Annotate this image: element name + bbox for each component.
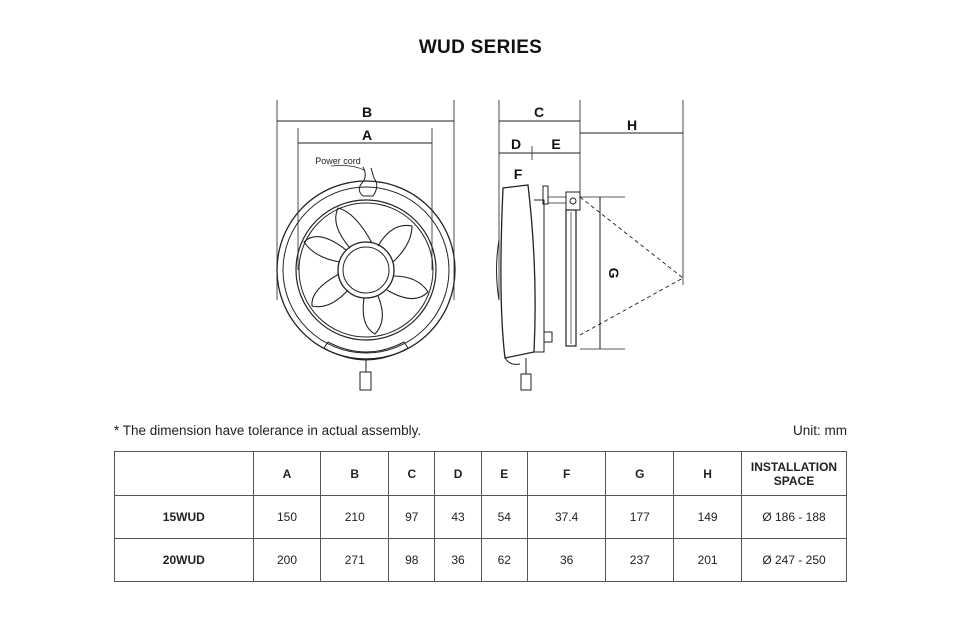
value-cell: 200 bbox=[252, 538, 322, 582]
tolerance-note: * The dimension have tolerance in actual… bbox=[114, 423, 422, 438]
value-cell: 43 bbox=[434, 495, 482, 539]
label-c: C bbox=[534, 104, 544, 120]
power-cord-label: Power cord bbox=[315, 156, 361, 166]
value-cell: 54 bbox=[480, 495, 528, 539]
label-g: G bbox=[606, 268, 622, 279]
table-row: 15WUD 150 210 97 43 54 37.4 177 149 Ø 18… bbox=[114, 495, 847, 539]
header-cell-f: F bbox=[526, 451, 607, 496]
value-cell: 37.4 bbox=[526, 495, 607, 539]
header-cell-h: H bbox=[673, 451, 742, 496]
value-cell: 98 bbox=[388, 538, 436, 582]
header-cell-installation-space: INSTALLATION SPACE bbox=[741, 451, 847, 496]
header-cell-e: E bbox=[480, 451, 528, 496]
header-cell-a: A bbox=[252, 451, 322, 496]
value-cell: 36 bbox=[526, 538, 607, 582]
value-cell: 201 bbox=[673, 538, 742, 582]
model-cell: 20WUD bbox=[114, 538, 254, 582]
header-cell-c: C bbox=[388, 451, 436, 496]
value-cell: 210 bbox=[320, 495, 390, 539]
fan-dimension-diagram: B A C D E F H G Power cord bbox=[276, 100, 684, 391]
label-f: F bbox=[514, 166, 523, 182]
table-row: 20WUD 200 271 98 36 62 36 237 201 Ø 247 … bbox=[114, 538, 847, 582]
value-cell: 36 bbox=[434, 538, 482, 582]
value-cell: 177 bbox=[605, 495, 675, 539]
value-cell: 62 bbox=[480, 538, 528, 582]
label-d: D bbox=[511, 136, 521, 152]
value-cell: 237 bbox=[605, 538, 675, 582]
header-cell-empty bbox=[114, 451, 254, 496]
table-header-row: A B C D E F G H INSTALLATION SPACE bbox=[114, 451, 847, 496]
label-b: B bbox=[362, 104, 372, 120]
unit-label: Unit: mm bbox=[793, 423, 847, 438]
value-cell: 271 bbox=[320, 538, 390, 582]
value-cell: 150 bbox=[252, 495, 322, 539]
label-a: A bbox=[362, 127, 372, 143]
model-cell: 15WUD bbox=[114, 495, 254, 539]
value-cell: Ø 247 - 250 bbox=[741, 538, 847, 582]
label-h: H bbox=[627, 117, 637, 133]
header-cell-d: D bbox=[434, 451, 482, 496]
value-cell: Ø 186 - 188 bbox=[741, 495, 847, 539]
label-e: E bbox=[551, 136, 560, 152]
header-cell-g: G bbox=[605, 451, 675, 496]
value-cell: 149 bbox=[673, 495, 742, 539]
page-title: WUD SERIES bbox=[418, 37, 543, 58]
dimensions-table: A B C D E F G H INSTALLATION SPACE 15WUD… bbox=[114, 451, 847, 582]
value-cell: 97 bbox=[388, 495, 436, 539]
header-cell-b: B bbox=[320, 451, 390, 496]
